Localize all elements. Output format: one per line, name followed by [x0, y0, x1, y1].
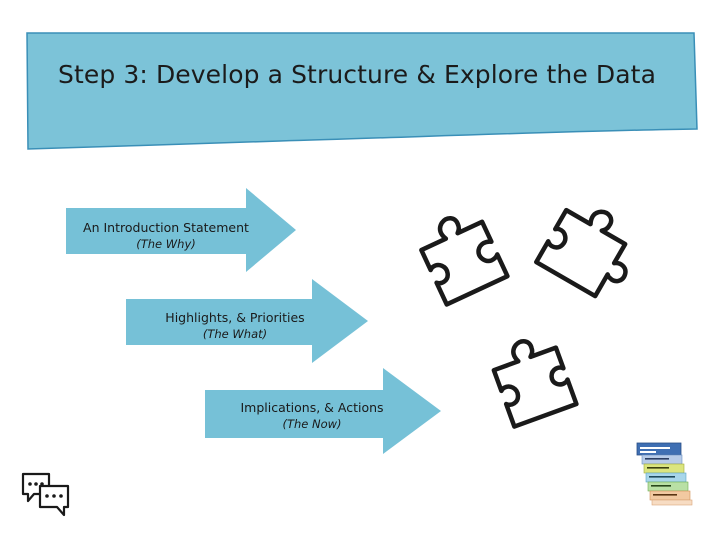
puzzle-piece-icon: [525, 200, 655, 315]
chat-bubbles-icon: [20, 470, 72, 525]
arrow-implications-label: Implications, & Actions: [240, 400, 384, 415]
arrow-shape: [126, 279, 368, 363]
arrow-highlights-label: Highlights, & Priorities: [165, 310, 305, 325]
arrow-introduction-label: An Introduction Statement: [83, 220, 249, 235]
arrow-highlights-text: Highlights, & Priorities (The What): [130, 309, 340, 342]
title-banner: [0, 0, 720, 160]
title-banner-shape: [26, 32, 698, 150]
page-title: Step 3: Develop a Structure & Explore th…: [58, 60, 656, 89]
puzzle-piece-icon: [480, 325, 600, 440]
template-stack-thumbnail: [636, 442, 702, 511]
arrow-shape: [205, 368, 441, 454]
arrow-introduction-sub: (The Why): [136, 237, 196, 251]
arrow-implications-text: Implications, & Actions (The Now): [212, 399, 412, 432]
arrow-shape: [66, 188, 296, 272]
arrow-introduction: [66, 188, 298, 272]
arrow-implications: [205, 368, 443, 454]
arrow-highlights: [126, 279, 370, 363]
arrow-implications-sub: (The Now): [282, 417, 342, 431]
puzzle-piece-icon: [410, 200, 530, 315]
arrow-highlights-sub: (The What): [202, 327, 268, 341]
arrow-introduction-text: An Introduction Statement (The Why): [66, 219, 266, 252]
